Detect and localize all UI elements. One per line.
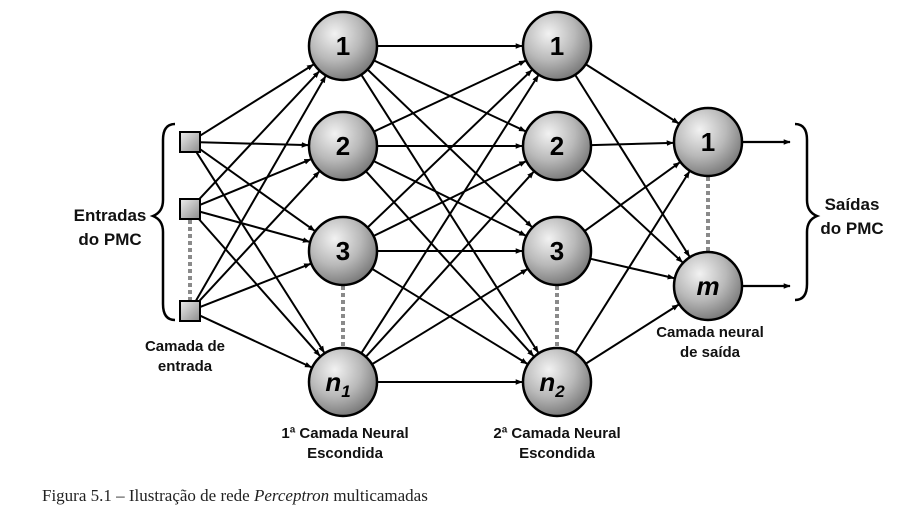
edge-h2n3-out1 xyxy=(583,161,681,232)
hidden1-neuron-n1: n1 xyxy=(307,346,379,418)
edge-input3-h1n3 xyxy=(198,262,312,309)
input-title-line1: Entradas xyxy=(74,206,147,225)
hidden2-neuron-2: 2 xyxy=(521,110,593,182)
output-title-line1: Saídas xyxy=(825,195,880,214)
edge-h2n2-out2 xyxy=(581,168,684,263)
input-caption-line1: Camada de xyxy=(145,338,225,355)
edge-h2n1-out1 xyxy=(585,63,680,125)
edge-input1-h1n2 xyxy=(199,141,309,148)
edge-h2n3-out2 xyxy=(589,257,675,280)
output-caption-line1: Camada neural xyxy=(656,324,764,341)
edge-h1n4-h2n2 xyxy=(365,171,535,358)
edge-input3-h1n2 xyxy=(196,170,320,305)
hidden2-caption-line1: 2ª Camada Neural xyxy=(493,425,620,442)
caption-suffix: multicamadas xyxy=(329,486,428,505)
mlp-diagram: Entradas do PMC Camada de entrada 123n11… xyxy=(74,10,884,462)
hidden2-neuron-n2-circle xyxy=(521,346,593,418)
hidden2-neuron-3-label: 3 xyxy=(550,236,564,266)
hidden2-neuron-n2: n2 xyxy=(521,346,593,418)
hidden1-neuron-2-label: 2 xyxy=(336,131,350,161)
input-node-2 xyxy=(179,198,201,220)
hidden2-neuron-1-circle xyxy=(521,10,593,82)
input-caption-line2: entrada xyxy=(158,358,213,375)
output-neuron-1: 1 xyxy=(672,106,744,178)
output-caption-line2: de saída xyxy=(680,344,741,361)
input-node-1 xyxy=(179,131,201,153)
edge-input1-h1n3 xyxy=(197,146,316,232)
hidden1-neuron-2: 2 xyxy=(307,110,379,182)
hidden1-neuron-2-circle xyxy=(307,110,379,182)
edge-h2n2-out1 xyxy=(590,140,674,147)
hidden1-neuron-1: 1 xyxy=(307,10,379,82)
edge-input1-h1n1 xyxy=(197,63,314,138)
edge-h1n4-h2n1 xyxy=(360,74,540,354)
edge-input3-h1n4 xyxy=(198,314,312,369)
hidden1-neuron-1-circle xyxy=(307,10,379,82)
hidden2-neuron-2-circle xyxy=(521,110,593,182)
layer-ellipsis-links xyxy=(188,177,710,348)
hidden2-neuron-n2-subscript: 2 xyxy=(554,382,565,401)
output-neuron-1-label: 1 xyxy=(701,127,715,157)
hidden2-neuron-1: 1 xyxy=(521,10,593,82)
connections xyxy=(194,43,691,385)
edge-input2-h1n1 xyxy=(196,70,320,203)
hidden2-caption-line2: Escondida xyxy=(519,445,596,462)
output-brace xyxy=(794,122,821,302)
output-title-line2: do PMC xyxy=(820,219,883,238)
hidden1-neuron-n1-subscript: 1 xyxy=(341,382,350,401)
caption-prefix: Figura 5.1 – Ilustração de rede xyxy=(42,486,254,505)
input-node-3 xyxy=(179,300,201,322)
edge-h2n1-out2 xyxy=(574,74,691,257)
input-nodes xyxy=(179,131,201,322)
input-title-line2: do PMC xyxy=(78,230,141,249)
hidden1-neuron-1-label: 1 xyxy=(336,31,350,61)
hidden1-caption-line2: Escondida xyxy=(307,445,384,462)
hidden1-neuron-3-circle xyxy=(307,215,379,287)
input-brace xyxy=(149,122,176,322)
edge-h1n3-h2n1 xyxy=(366,69,533,229)
edge-h2n4-out1 xyxy=(574,171,691,354)
edge-input1-h1n4 xyxy=(194,149,326,354)
output-neuron-m: m xyxy=(672,250,744,322)
hidden1-neuron-3: 3 xyxy=(307,215,379,287)
edge-h1n2-h2n1 xyxy=(373,59,526,133)
hidden2-neuron-3-circle xyxy=(521,215,593,287)
hidden2-neuron-1-label: 1 xyxy=(550,31,564,61)
hidden1-neuron-n1-circle xyxy=(307,346,379,418)
figure-caption: Figura 5.1 – Ilustração de rede Perceptr… xyxy=(42,486,428,506)
hidden2-neuron-2-label: 2 xyxy=(550,131,564,161)
edge-input2-h1n3 xyxy=(199,210,310,243)
edge-h1n3-h2n2 xyxy=(373,160,527,237)
hidden2-neuron-3: 3 xyxy=(521,215,593,287)
hidden1-neuron-3-label: 3 xyxy=(336,236,350,266)
edge-input2-h1n4 xyxy=(195,215,321,357)
edge-input2-h1n2 xyxy=(198,158,312,207)
edge-h2n4-out2 xyxy=(585,303,680,365)
caption-italic: Perceptron xyxy=(253,486,330,505)
hidden1-caption-line1: 1ª Camada Neural xyxy=(281,425,408,442)
edge-h1n4-h2n3 xyxy=(371,268,528,366)
edge-input3-h1n1 xyxy=(194,75,327,303)
output-neuron-m-label: m xyxy=(696,271,719,301)
